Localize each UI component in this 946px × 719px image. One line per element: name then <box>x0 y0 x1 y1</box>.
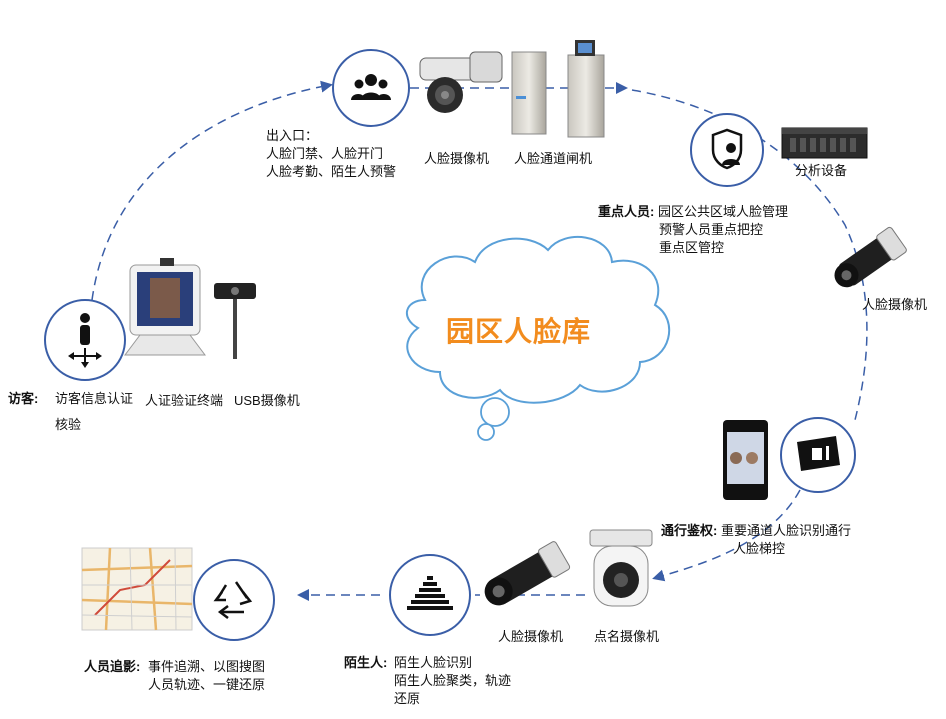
id-verification-terminal <box>124 258 206 356</box>
pyramid-icon <box>407 576 453 610</box>
visitor-line-2: 核验 <box>55 417 82 432</box>
stranger-node <box>389 554 471 636</box>
key-personnel-line-3: 重点区管控 <box>659 240 725 255</box>
entrance-line-1: 出入口： <box>266 128 319 143</box>
access-line-1: 重要通道人脸识别通行 <box>720 523 851 538</box>
face-camera-entrance <box>419 51 503 113</box>
visitor-node <box>44 299 126 381</box>
access-line-2: 人脸梯控 <box>733 541 786 556</box>
visitor-line-1: 访客信息认证 <box>55 391 134 406</box>
key-personnel-node <box>690 113 764 187</box>
ptz-camera-label: 点名摄像机 <box>594 629 660 644</box>
visitor-prefix: 访客: <box>8 391 39 406</box>
entrance-camera-label: 人脸摄像机 <box>424 151 490 166</box>
key-personnel-line-1: 园区公共区域人脸管理 <box>657 204 788 219</box>
key-personnel-line-2: 预警人员重点把控 <box>659 222 764 237</box>
access-prefix: 通行鉴权: <box>661 523 718 538</box>
card-swipe-icon <box>797 436 840 471</box>
tracking-description: 事件追溯、以图搜图 人员轨迹、一键还原 <box>148 658 265 694</box>
face-camera-right <box>834 226 907 288</box>
entrance-description: 出入口： 人脸门禁、人脸开门 人脸考勤、陌生人预警 <box>266 127 396 181</box>
analysis-device-label: 分析设备 <box>795 163 848 178</box>
tracking-line-2: 人员轨迹、一键还原 <box>148 677 266 692</box>
entrance-node <box>332 49 410 127</box>
usb-camera <box>214 283 256 359</box>
face-camera-stranger <box>484 541 571 606</box>
stranger-camera-label: 人脸摄像机 <box>498 629 564 644</box>
key-personnel-description: 重点人员: 园区公共区域人脸管理 预警人员重点把控 重点区管控 <box>598 203 788 257</box>
tracking-line-1: 事件追溯、以图搜图 <box>148 659 266 674</box>
tracking-node <box>193 559 275 641</box>
turnstile-gates <box>511 40 605 138</box>
entrance-line-3: 人脸考勤、陌生人预警 <box>266 164 397 179</box>
terminal-label: 人证验证终端 <box>145 393 224 408</box>
tracking-map <box>81 547 193 631</box>
entrance-line-2: 人脸门禁、人脸开门 <box>266 146 384 161</box>
center-title: 园区人脸库 <box>446 315 592 348</box>
gate-label: 人脸通道闸机 <box>514 151 593 166</box>
face-recognition-tablet <box>723 420 768 500</box>
stranger-line-1: 陌生人脸识别 <box>394 655 473 670</box>
stranger-line-3: 还原 <box>394 691 421 706</box>
usb-camera-label: USB摄像机 <box>234 393 300 408</box>
stranger-prefix: 陌生人: <box>344 655 388 670</box>
stranger-line-2: 陌生人脸聚类，轨迹 <box>394 673 512 688</box>
face-database-cloud <box>406 236 671 441</box>
visitor-person-icon <box>68 313 102 368</box>
access-description: 通行鉴权: 重要通道人脸识别通行 人脸梯控 <box>661 522 851 558</box>
tracking-prefix: 人员追影: <box>84 659 141 674</box>
analysis-server <box>781 127 868 159</box>
shield-person-icon <box>711 128 743 170</box>
stranger-description: 陌生人脸识别 陌生人脸聚类，轨迹 还原 <box>394 654 511 708</box>
ptz-camera <box>589 529 653 607</box>
access-node <box>780 417 856 493</box>
key-personnel-prefix: 重点人员: <box>598 204 655 219</box>
people-icon <box>351 74 391 100</box>
recycle-icon <box>213 581 253 619</box>
right-camera-label: 人脸摄像机 <box>862 297 928 312</box>
